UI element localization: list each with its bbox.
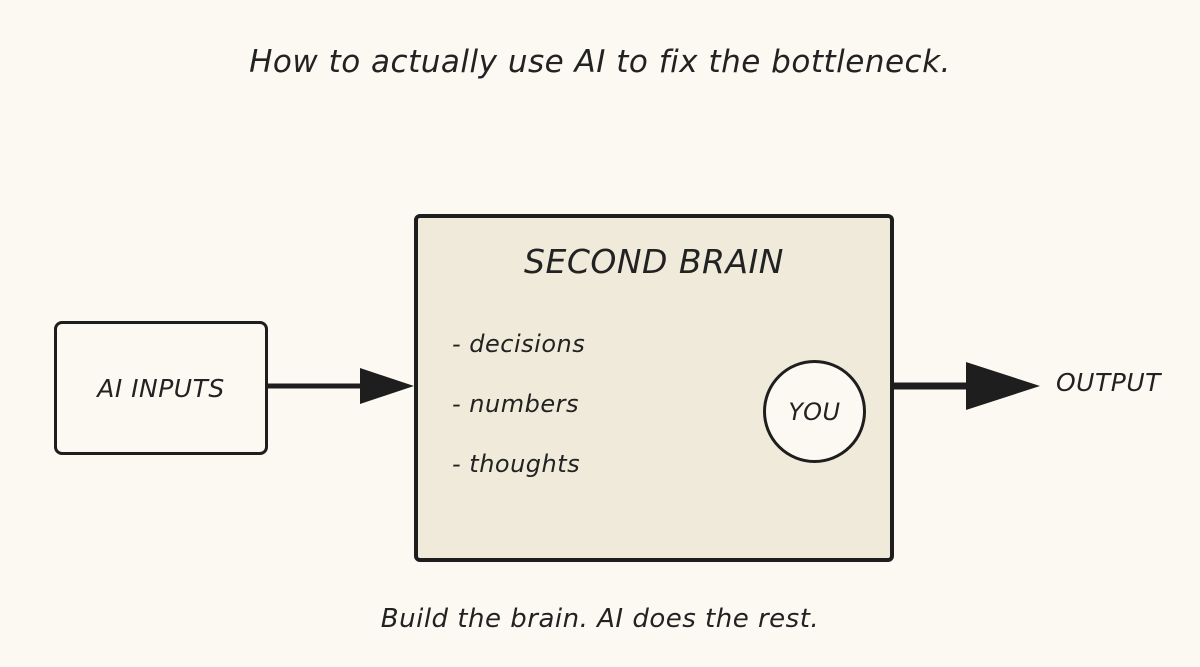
brain-item-numbers: - numbers: [452, 390, 579, 418]
diagram-title: How to actually use AI to fix the bottle…: [249, 44, 951, 80]
diagram-footer: Build the brain. AI does the rest.: [380, 604, 820, 634]
output-label: OUTPUT: [1056, 368, 1161, 397]
brain-item-thoughts: - thoughts: [452, 450, 581, 478]
you-label: YOU: [788, 397, 841, 426]
arrow-inputs-to-brain: [265, 368, 414, 404]
arrow-head: [360, 368, 414, 404]
you-node: YOU: [763, 360, 866, 463]
ai-inputs-label: AI INPUTS: [97, 373, 225, 403]
arrow-brain-to-output: [890, 362, 1040, 410]
brain-item-decisions: - decisions: [452, 330, 586, 358]
ai-inputs-node: AI INPUTS: [54, 321, 268, 455]
second-brain-node: SECOND BRAIN - decisions - numbers - tho…: [414, 214, 894, 562]
second-brain-title: SECOND BRAIN: [524, 242, 784, 281]
arrow-head: [966, 362, 1040, 410]
